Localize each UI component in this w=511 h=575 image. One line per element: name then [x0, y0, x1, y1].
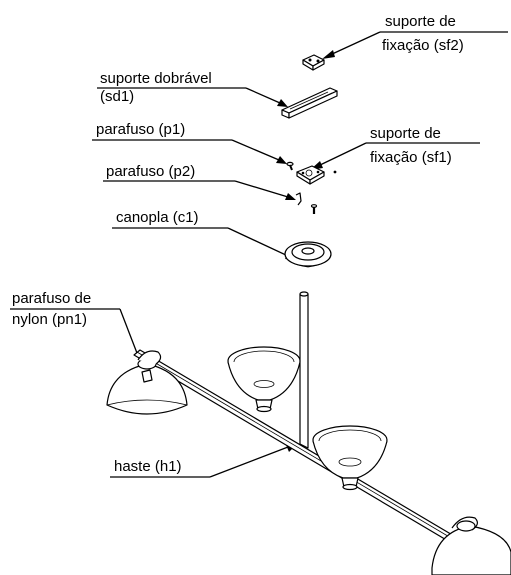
- label-p2: parafuso (p2): [106, 163, 195, 180]
- screw-p2-part: [295, 192, 318, 214]
- label-sf2-line2: fixação (sf2): [382, 37, 464, 54]
- label-p1: parafuso (p1): [96, 121, 185, 138]
- canopy-c1-part: [284, 241, 332, 268]
- bracket-sf2-part: [302, 54, 325, 71]
- label-sf1-line2: fixação (sf1): [370, 149, 452, 166]
- rod-h1-part: [133, 291, 500, 569]
- label-sd1-line2: (sd1): [100, 88, 134, 105]
- bracket-sf1-part: [296, 165, 337, 185]
- shade-2-part: [227, 346, 301, 413]
- leader-h1: [209, 444, 297, 478]
- leader-p1: [231, 139, 287, 164]
- label-sf1-line1: suporte de: [370, 125, 441, 142]
- folding-support-sd1-part: [281, 87, 338, 119]
- shade-3-part: [312, 425, 388, 491]
- leader-sf1: [310, 142, 367, 170]
- label-h1: haste (h1): [114, 458, 182, 475]
- label-sf2-line1: suporte de: [385, 13, 456, 30]
- screw-p1-part: [286, 161, 294, 171]
- leader-p2: [234, 180, 296, 200]
- leader-sd1: [245, 87, 288, 107]
- shade-4-part: [431, 516, 511, 575]
- label-sd1-line1: suporte dobrável: [100, 70, 212, 87]
- label-pn1-line2: nylon (pn1): [12, 311, 87, 328]
- leader-sf2: [322, 31, 381, 59]
- label-pn1-line1: parafuso de: [12, 290, 91, 307]
- shade-1-part: [106, 350, 188, 415]
- label-c1: canopla (c1): [116, 209, 199, 226]
